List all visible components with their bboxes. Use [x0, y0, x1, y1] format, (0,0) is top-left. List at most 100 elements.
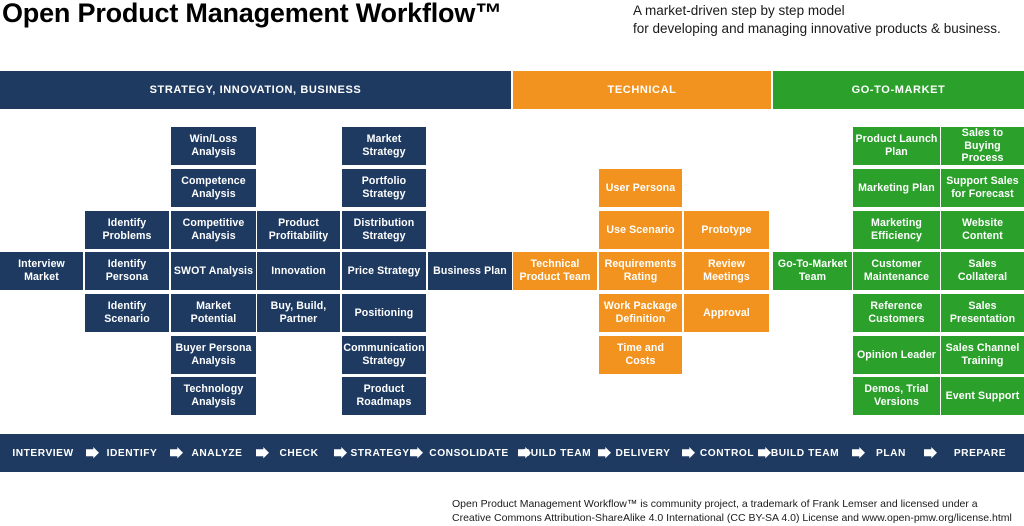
license-footer: Open Product Management Workflow™ is com…	[452, 497, 1012, 525]
workflow-cell-consolidate-0[interactable]: Business Plan	[428, 252, 512, 290]
workflow-cell-label: Customer Maintenance	[863, 258, 930, 283]
workflow-cell-label: Support Sales for Forecast	[946, 175, 1019, 200]
process-step-control-8[interactable]: CONTROL	[699, 447, 755, 459]
page-subtitle: A market-driven step by step model for d…	[633, 2, 1001, 38]
workflow-cell-label: Portfolio Strategy	[361, 175, 407, 200]
process-arrow-icon	[256, 447, 269, 460]
process-arrow-icon	[518, 447, 531, 460]
workflow-cell-analyze-2[interactable]: Competitive Analysis	[171, 211, 256, 249]
workflow-cell-delivery-0[interactable]: User Persona	[599, 169, 682, 207]
workflow-cell-strategy-3[interactable]: Price Strategy	[342, 252, 426, 290]
workflow-cell-prepare-5[interactable]: Sales Channel Training	[941, 336, 1024, 374]
process-step-interview-0[interactable]: INTERVIEW	[12, 447, 74, 459]
phase-header-technical: TECHNICAL	[513, 71, 771, 109]
workflow-cell-control-0[interactable]: Prototype	[684, 211, 769, 249]
workflow-cell-analyze-5[interactable]: Buyer Persona Analysis	[171, 336, 256, 374]
workflow-cell-strategy-1[interactable]: Portfolio Strategy	[342, 169, 426, 207]
workflow-cell-interview-0[interactable]: Interview Market	[0, 252, 83, 290]
phase-header-go-to-market: GO-TO-MARKET	[773, 71, 1024, 109]
workflow-cell-label: Competitive Analysis	[182, 217, 245, 242]
workflow-cell-prepare-4[interactable]: Sales Presentation	[941, 294, 1024, 332]
workflow-cell-label: Sales Channel Training	[945, 342, 1020, 367]
workflow-cell-prepare-2[interactable]: Website Content	[941, 211, 1024, 249]
workflow-cell-build-team-gtm-0[interactable]: Go-To-Market Team	[773, 252, 852, 290]
workflow-cell-analyze-4[interactable]: Market Potential	[171, 294, 256, 332]
workflow-cell-label: Time and Costs	[616, 342, 665, 367]
workflow-cell-label: Innovation	[271, 264, 326, 277]
workflow-cell-label: Positioning	[354, 306, 414, 319]
workflow-cell-identify-0[interactable]: Identify Problems	[85, 211, 169, 249]
workflow-cell-analyze-1[interactable]: Competence Analysis	[171, 169, 256, 207]
process-arrow-icon	[598, 447, 611, 460]
workflow-cell-plan-3[interactable]: Customer Maintenance	[853, 252, 940, 290]
workflow-cell-label: Distribution Strategy	[353, 217, 415, 242]
process-step-build-team-9[interactable]: BUILD TEAM	[770, 447, 840, 459]
process-step-identify-1[interactable]: IDENTIFY	[106, 447, 158, 459]
process-arrow-icon	[924, 447, 937, 460]
workflow-cell-plan-2[interactable]: Marketing Efficiency	[853, 211, 940, 249]
workflow-cell-label: Approval	[703, 306, 750, 319]
workflow-cell-label: Sales to Buying Process	[961, 127, 1004, 165]
process-step-analyze-2[interactable]: ANALYZE	[191, 447, 243, 459]
process-arrow-icon	[170, 447, 183, 460]
workflow-cell-strategy-4[interactable]: Positioning	[342, 294, 426, 332]
process-step-prepare-11[interactable]: PREPARE	[953, 447, 1007, 459]
process-arrow-icon	[852, 447, 865, 460]
workflow-cell-prepare-1[interactable]: Support Sales for Forecast	[941, 169, 1024, 207]
process-step-strategy-4[interactable]: STRATEGY	[350, 447, 410, 459]
workflow-cell-label: Event Support	[945, 389, 1020, 402]
process-step-consolidate-5[interactable]: CONSOLIDATE	[429, 447, 509, 459]
subtitle-line-2: for developing and managing innovative p…	[633, 21, 1001, 36]
workflow-cell-strategy-5[interactable]: Communication Strategy	[342, 336, 426, 374]
workflow-cell-prepare-0[interactable]: Sales to Buying Process	[941, 127, 1024, 165]
workflow-cell-plan-6[interactable]: Demos, Trial Versions	[853, 377, 940, 415]
workflow-cell-label: Marketing Plan	[858, 181, 935, 194]
workflow-cell-label: Product Launch Plan	[855, 133, 938, 158]
workflow-cell-label: Win/Loss Analysis	[189, 133, 238, 158]
subtitle-line-1: A market-driven step by step model	[633, 3, 845, 18]
workflow-cell-label: Requirements Rating	[604, 258, 677, 283]
process-step-check-3[interactable]: CHECK	[279, 447, 319, 459]
workflow-cell-plan-0[interactable]: Product Launch Plan	[853, 127, 940, 165]
workflow-cell-label: Communication Strategy	[343, 342, 425, 367]
workflow-cell-strategy-6[interactable]: Product Roadmaps	[342, 377, 426, 415]
workflow-cell-plan-5[interactable]: Opinion Leader	[853, 336, 940, 374]
workflow-cell-identify-2[interactable]: Identify Scenario	[85, 294, 169, 332]
workflow-cell-control-2[interactable]: Approval	[684, 294, 769, 332]
workflow-cell-label: Market Potential	[190, 300, 237, 325]
workflow-cell-label: Interview Market	[18, 258, 65, 283]
workflow-cell-analyze-3[interactable]: SWOT Analysis	[171, 252, 256, 290]
workflow-cell-label: Demos, Trial Versions	[864, 383, 929, 408]
workflow-cell-label: Competence Analysis	[181, 175, 246, 200]
workflow-cell-plan-4[interactable]: Reference Customers	[853, 294, 940, 332]
workflow-cell-analyze-0[interactable]: Win/Loss Analysis	[171, 127, 256, 165]
workflow-cell-delivery-1[interactable]: Use Scenario	[599, 211, 682, 249]
workflow-cell-label: Sales Collateral	[957, 258, 1008, 283]
workflow-cell-label: Identify Problems	[102, 217, 152, 242]
process-step-plan-10[interactable]: PLAN	[876, 447, 906, 459]
workflow-cell-label: Review Meetings	[703, 258, 750, 283]
workflow-cell-label: Product Roadmaps	[356, 383, 412, 408]
workflow-cell-strategy-2[interactable]: Distribution Strategy	[342, 211, 426, 249]
workflow-cell-check-1[interactable]: Innovation	[257, 252, 340, 290]
license-line-2: Creative Commons Attribution-ShareAlike …	[452, 512, 1012, 524]
workflow-cell-build-team-technical-0[interactable]: Technical Product Team	[513, 252, 597, 290]
workflow-cell-analyze-6[interactable]: Technology Analysis	[171, 377, 256, 415]
process-arrow-icon	[334, 447, 347, 460]
workflow-cell-prepare-6[interactable]: Event Support	[941, 377, 1024, 415]
workflow-cell-check-2[interactable]: Buy, Build, Partner	[257, 294, 340, 332]
workflow-cell-delivery-3[interactable]: Work Package Definition	[599, 294, 682, 332]
workflow-cell-check-0[interactable]: Product Profitability	[257, 211, 340, 249]
process-step-build-team-6[interactable]: BUILD TEAM	[522, 447, 592, 459]
workflow-cell-label: Technical Product Team	[519, 258, 591, 283]
workflow-cell-label: Price Strategy	[347, 264, 421, 277]
workflow-cell-plan-1[interactable]: Marketing Plan	[853, 169, 940, 207]
workflow-cell-control-1[interactable]: Review Meetings	[684, 252, 769, 290]
process-step-delivery-7[interactable]: DELIVERY	[615, 447, 671, 459]
workflow-cell-identify-1[interactable]: Identify Persona	[85, 252, 169, 290]
workflow-cell-delivery-4[interactable]: Time and Costs	[599, 336, 682, 374]
workflow-cell-prepare-3[interactable]: Sales Collateral	[941, 252, 1024, 290]
workflow-cell-strategy-0[interactable]: Market Strategy	[342, 127, 426, 165]
workflow-cell-delivery-2[interactable]: Requirements Rating	[599, 252, 682, 290]
